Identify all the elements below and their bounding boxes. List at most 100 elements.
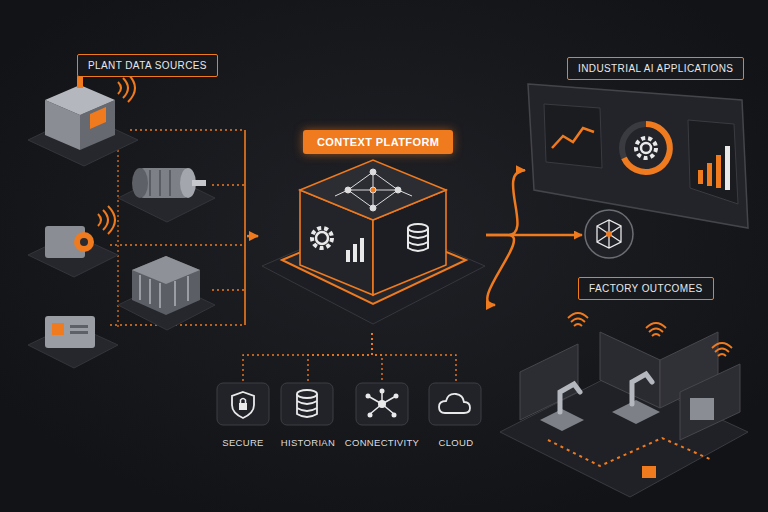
brain-circle (585, 210, 633, 258)
collector-line (244, 130, 246, 325)
gauge-ring (622, 124, 670, 172)
hub-links (368, 392, 396, 414)
hub-dot (378, 400, 386, 408)
factory-scene (500, 313, 748, 497)
card-label: HISTORIAN (277, 437, 339, 448)
dotted-wire (212, 289, 245, 290)
controller-panel (52, 323, 64, 335)
motor-machine (118, 168, 215, 222)
network-links (335, 172, 412, 208)
gear-ring (641, 143, 651, 153)
wifi-signal (646, 323, 666, 336)
dotted-connector (243, 333, 372, 383)
service-card: SECURE (213, 383, 273, 448)
section-heading: PLANT DATA SOURCES (77, 54, 218, 77)
gear-teeth (636, 138, 656, 158)
platform-node: CONTEXT PLATFORM (258, 128, 486, 333)
robot-arm (632, 374, 652, 404)
gear-teeth (312, 228, 332, 248)
dotted-wire (212, 184, 245, 185)
bar (725, 146, 730, 190)
card-frame (429, 383, 481, 425)
gear-ring (316, 232, 328, 244)
flow-arrow (486, 235, 514, 305)
shield-icon (232, 392, 254, 418)
section-heading: INDUSTRIAL AI APPLICATIONS (567, 57, 744, 80)
db-top (408, 224, 428, 232)
rack-machine (118, 256, 215, 330)
dotted-connector (372, 333, 456, 383)
controller-vent (70, 331, 88, 334)
pump-port (74, 232, 94, 252)
hub-dot (366, 394, 371, 399)
card-frame (281, 383, 333, 425)
application-group: INDUSTRIAL AI APPLICATIONS (525, 55, 760, 235)
brain-links (597, 220, 621, 248)
db-body (408, 228, 428, 251)
wifi-signal (118, 74, 135, 102)
bar (346, 250, 350, 262)
rack-body (132, 256, 200, 315)
cell-wall (600, 332, 660, 408)
bar (360, 238, 364, 262)
pump-machine (28, 206, 118, 277)
hub-dot (380, 389, 385, 394)
source-group: PLANT DATA SOURCES (22, 48, 247, 378)
network-dot (370, 187, 376, 193)
controller-body (45, 316, 95, 348)
wifi-signal (568, 313, 588, 326)
service-cards (217, 383, 481, 425)
bar-icon (346, 238, 364, 262)
flow-arrow (247, 235, 258, 238)
card-label: SECURE (213, 437, 273, 448)
trend-line (552, 128, 594, 148)
dotted-connector (308, 333, 372, 383)
branch-arrow (510, 234, 582, 237)
outcome-group: FACTORY OUTCOMES (495, 275, 753, 505)
hub-dot (392, 413, 397, 418)
machine-unit (690, 398, 714, 420)
service-card: HISTORIAN (277, 383, 339, 448)
motor-shaft (192, 180, 206, 186)
robot-arm (560, 384, 580, 412)
cloud-icon (439, 394, 470, 413)
dashboard-panel (528, 84, 748, 228)
cabinet-machine (28, 74, 138, 166)
cell-wall (680, 364, 740, 440)
gear-icon (312, 228, 332, 248)
db-top (297, 390, 317, 398)
pump-port (80, 238, 88, 246)
wifi-signal (712, 343, 732, 356)
brain-icon (585, 210, 633, 258)
section-heading: CONTEXT PLATFORM (303, 130, 453, 154)
dotted-wire (110, 244, 245, 245)
source-wiring (110, 130, 245, 330)
parcel (642, 466, 656, 478)
motor-fins (150, 170, 170, 196)
card-frame (217, 383, 269, 425)
network-dot (370, 169, 376, 175)
machine-panel (90, 107, 106, 129)
controller-machine (28, 316, 118, 368)
dotted-wire (117, 150, 118, 330)
flow-arrow (486, 170, 525, 235)
cell-wall (520, 344, 578, 420)
database-icon (408, 224, 428, 251)
network-dot (370, 205, 376, 211)
service-card: CONNECTIVITY (342, 383, 422, 448)
network-icon (335, 169, 412, 211)
dotted-connector (372, 333, 382, 383)
beacon (77, 76, 83, 88)
lock-icon (239, 403, 247, 410)
lock-shackle (241, 399, 246, 404)
chart-frame (688, 120, 738, 204)
chart-frame (544, 104, 602, 168)
wifi-signal (98, 206, 115, 234)
cube-top (300, 160, 446, 220)
dotted-wire (130, 129, 245, 130)
controller-vent (70, 325, 88, 328)
conveyor-line (548, 438, 712, 466)
